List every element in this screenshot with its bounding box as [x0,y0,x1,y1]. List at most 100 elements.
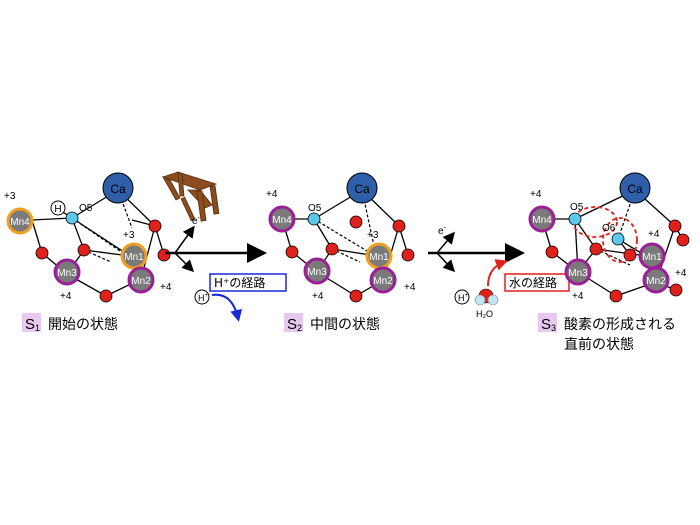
o5-label: O5 [79,203,93,214]
oxygens-s3 [545,219,690,303]
ca-atom [102,172,134,204]
oxygens-s2 [285,215,415,303]
water-path-box [504,273,570,292]
water-label: H₂O [476,309,493,319]
mn2-label: Mn2 [131,276,151,287]
mn4-atom [268,205,296,233]
electron-arrow [436,231,455,254]
s3-caption-line2: 直前の状態 [564,336,634,353]
mn3-atom [564,258,592,286]
mn3-oxidation: +4 [60,291,72,302]
transition-s2-s3: e- H+ H₂O 水の経路 [428,225,570,319]
oxygen-atom [157,248,171,262]
oxygen-atom [99,289,113,303]
proton-ion [194,289,210,305]
chair-icon [161,171,220,222]
o6-highlight-ring [602,217,638,263]
proton-label: H+ [458,293,469,303]
oxygen-atom [392,219,406,233]
mn4-oxidation: +4 [266,189,278,200]
o5-atom [568,212,582,226]
oxygen-atom [148,219,162,233]
o5-label: O5 [570,202,584,213]
water-molecule-icon [474,288,499,306]
oxygen-atom [676,233,690,247]
mn4-label: Mn4 [10,217,30,228]
mn3-oxidation: +4 [312,291,324,302]
water-path-arrow [487,259,508,287]
electron-label: e- [438,225,447,237]
oxygen-atom [325,242,339,256]
s1-state-letter: S1 [25,316,40,333]
cluster-s2: O5 Ca Mn4 +4 Mn3 +4 Mn1 +3 Mn2 +4 S2 中間の… [266,172,416,333]
mn4-label: Mn4 [272,215,292,226]
proton-path-label: H⁺の経路 [214,275,265,290]
mn3-label: Mn3 [307,267,327,278]
proton-path-box [209,273,287,292]
mn1-atom [120,242,148,270]
mn1-oxidation: +3 [367,230,379,241]
proton-ion [454,289,470,305]
cluster-s3: O5 O6 Ca Mn4 +4 Mn3 +4 Mn1 +4 Mn2 +4 S3 … [528,172,690,353]
oxygen-atom [35,246,49,260]
mn3-label: Mn3 [57,268,77,279]
oxygen-atom [285,245,299,259]
hydrogen-atom [50,200,66,216]
oxygen-atom [609,289,623,303]
oxygen-atom [401,248,415,262]
s3-label-bg [538,313,557,332]
s1-caption: 開始の状態 [48,317,118,333]
electron-label: e- [192,215,201,227]
mn2-atom [127,266,155,294]
mn3-atom [53,258,81,286]
oxygen-atom [668,219,682,233]
proton-path-arrow [211,293,243,322]
h-label: H [54,204,61,215]
mn3-oxidation: +4 [572,291,584,302]
s1-label-bg [22,313,41,332]
mn2-oxidation: +4 [160,282,172,293]
mn1-label: Mn1 [642,252,662,263]
ca-label: Ca [354,182,370,196]
ca-label: Ca [627,182,643,196]
oxygen-atom [545,245,559,259]
mn2-atom [369,266,397,294]
mn4-atom [6,207,34,235]
mn1-oxidation: +3 [123,230,135,241]
o5-atom [307,212,321,226]
mn1-label: Mn1 [124,252,144,263]
mn2-atom [642,266,670,294]
ca-atom [346,172,378,204]
o5-atom [65,211,79,225]
s3-state-letter: S3 [541,316,556,333]
cluster-s1: O5 H Ca Mn4 +3 Mn3 +4 Mn1 +3 Mn2 +4 S1 開… [4,172,172,333]
mn2-oxidation: +4 [404,282,416,293]
mn1-label: Mn1 [369,252,389,263]
oxygen-atom [623,248,637,262]
proton-release-arrow [174,252,195,273]
o6-label: O6 [602,223,616,234]
s2-caption: 中間の状態 [310,317,380,333]
ca-atom [619,172,651,204]
mn2-label: Mn2 [373,276,393,287]
oxygen-atom [669,283,683,297]
oxygen-atom [349,215,363,229]
mn4-oxidation: +3 [4,191,16,202]
mn3-atom [303,257,331,285]
oxygen-atom [77,243,91,257]
mn2-label: Mn2 [646,276,666,287]
mn4-label: Mn4 [532,215,552,226]
mn4-atom [528,205,556,233]
s3-caption-line1: 酸素の形成される [564,317,676,333]
o5-label: O5 [308,203,322,214]
proton-label: H+ [198,293,209,303]
ca-label: Ca [110,182,126,196]
transition-s1-s2: e- H⁺の経路 H+ [165,215,287,322]
mn4-oxidation: +4 [530,189,542,200]
proton-release-arrow [436,252,456,273]
o6-atom [611,232,625,246]
oxygens-s1 [35,219,171,303]
electron-arrow [174,225,195,254]
s2-label-bg [284,313,303,332]
